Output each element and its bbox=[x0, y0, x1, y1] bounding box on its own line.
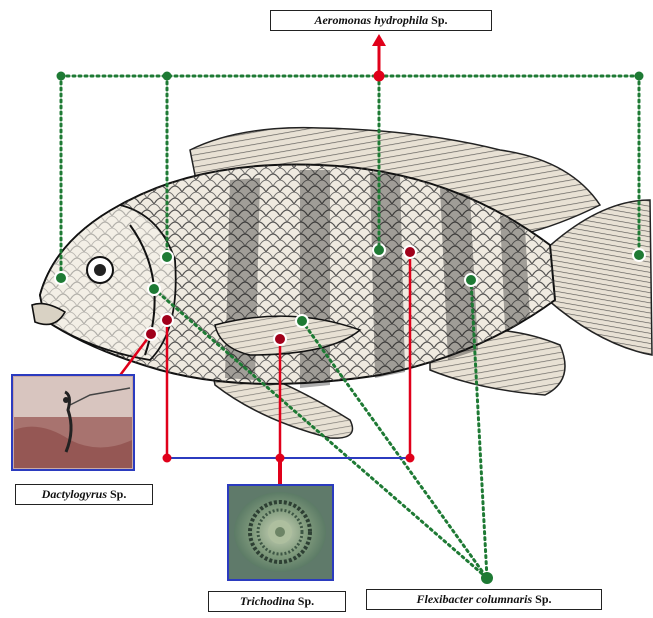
aeromonas-genus: Aeromonas hydrophila bbox=[314, 13, 428, 27]
flexibacter-genus: Flexibacter columnaris bbox=[416, 592, 532, 606]
trichodina-genus: Trichodina bbox=[240, 594, 295, 608]
trichodina-suffix: Sp. bbox=[298, 594, 314, 608]
aeromonas-suffix: Sp. bbox=[431, 13, 447, 27]
trichodina-micrograph bbox=[228, 485, 333, 580]
dactylogyrus-genus: Dactylogyrus bbox=[42, 487, 107, 501]
dactylogyrus-suffix: Sp. bbox=[110, 487, 126, 501]
dactylogyrus-label: Dactylogyrus Sp. bbox=[15, 484, 153, 505]
aeromonas-label: Aeromonas hydrophila Sp. bbox=[270, 10, 492, 31]
flexibacter-label: Flexibacter columnaris Sp. bbox=[366, 589, 602, 610]
dactylogyrus-micrograph bbox=[12, 375, 134, 470]
flexibacter-suffix: Sp. bbox=[535, 592, 551, 606]
trichodina-label: Trichodina Sp. bbox=[208, 591, 346, 612]
